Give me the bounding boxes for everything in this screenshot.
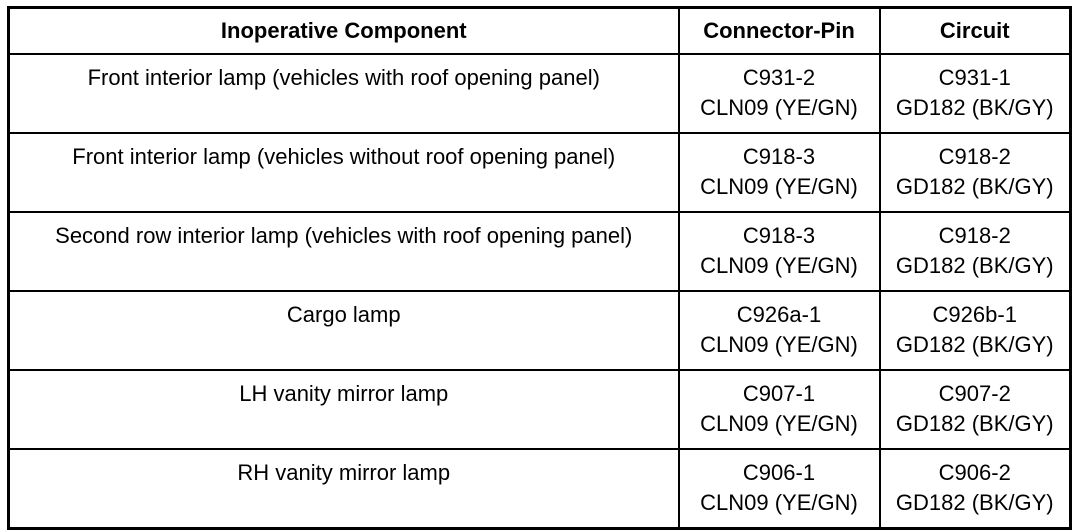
circuit-code: GD182 (BK/GY) [895, 490, 1054, 515]
cell-circuit: C907-2 GD182 (BK/GY) [878, 369, 1072, 450]
cell-connector-pin: C926a-1 CLN09 (YE/GN) [677, 290, 881, 371]
table-row: Front interior lamp (vehicles without ro… [7, 132, 1072, 213]
connector-circuit: CLN09 (YE/GN) [700, 95, 858, 120]
connector-id: C918-3 [742, 223, 816, 248]
cell-component: LH vanity mirror lamp [7, 369, 680, 450]
cell-connector-pin: C918-3 CLN09 (YE/GN) [677, 211, 881, 292]
circuit-id: C907-2 [938, 381, 1011, 406]
cell-connector-pin: C906-1 CLN09 (YE/GN) [677, 448, 881, 530]
connector-circuit: CLN09 (YE/GN) [700, 490, 858, 515]
connector-circuit: CLN09 (YE/GN) [700, 253, 858, 278]
connector-id: C907-1 [742, 381, 816, 406]
cell-connector-pin: C931-2 CLN09 (YE/GN) [677, 53, 881, 134]
table-row: RH vanity mirror lamp C906-1 CLN09 (YE/G… [7, 448, 1072, 530]
connector-id: C906-1 [742, 460, 816, 485]
table-row: Front interior lamp (vehicles with roof … [7, 53, 1072, 134]
connector-circuit: CLN09 (YE/GN) [700, 411, 858, 436]
cell-circuit: C918-2 GD182 (BK/GY) [878, 211, 1072, 292]
table-header-row: Inoperative Component Connector-Pin Circ… [7, 6, 1072, 55]
circuit-id: C906-2 [938, 460, 1011, 485]
circuit-code: GD182 (BK/GY) [895, 411, 1054, 436]
cell-connector-pin: C907-1 CLN09 (YE/GN) [677, 369, 881, 450]
table-row: Cargo lamp C926a-1 CLN09 (YE/GN) C926b-1… [7, 290, 1072, 371]
circuit-id: C918-2 [938, 144, 1011, 169]
cell-component: Cargo lamp [7, 290, 680, 371]
circuit-code: GD182 (BK/GY) [895, 253, 1054, 278]
cell-component: Front interior lamp (vehicles without ro… [7, 132, 680, 213]
circuit-id: C918-2 [938, 223, 1011, 248]
cell-circuit: C918-2 GD182 (BK/GY) [878, 132, 1072, 213]
header-inoperative-component: Inoperative Component [7, 6, 680, 55]
connector-circuit: CLN09 (YE/GN) [700, 332, 858, 357]
cell-component: Front interior lamp (vehicles with roof … [7, 53, 680, 134]
connector-id: C926a-1 [736, 302, 822, 327]
header-circuit: Circuit [878, 6, 1072, 55]
cell-circuit: C926b-1 GD182 (BK/GY) [878, 290, 1072, 371]
cell-connector-pin: C918-3 CLN09 (YE/GN) [677, 132, 881, 213]
cell-circuit: C931-1 GD182 (BK/GY) [878, 53, 1072, 134]
connector-circuit: CLN09 (YE/GN) [700, 174, 858, 199]
header-connector-pin: Connector-Pin [677, 6, 881, 55]
connector-id: C931-2 [742, 65, 816, 90]
circuit-code: GD182 (BK/GY) [895, 332, 1054, 357]
circuit-code: GD182 (BK/GY) [895, 95, 1054, 120]
cell-component: RH vanity mirror lamp [7, 448, 680, 530]
table-row: Second row interior lamp (vehicles with … [7, 211, 1072, 292]
cell-circuit: C906-2 GD182 (BK/GY) [878, 448, 1072, 530]
cell-component: Second row interior lamp (vehicles with … [7, 211, 680, 292]
circuit-id: C931-1 [938, 65, 1011, 90]
circuit-code: GD182 (BK/GY) [895, 174, 1054, 199]
circuit-id: C926b-1 [932, 302, 1017, 327]
connector-id: C918-3 [742, 144, 816, 169]
component-circuit-table: Inoperative Component Connector-Pin Circ… [7, 6, 1072, 530]
table-row: LH vanity mirror lamp C907-1 CLN09 (YE/G… [7, 369, 1072, 450]
